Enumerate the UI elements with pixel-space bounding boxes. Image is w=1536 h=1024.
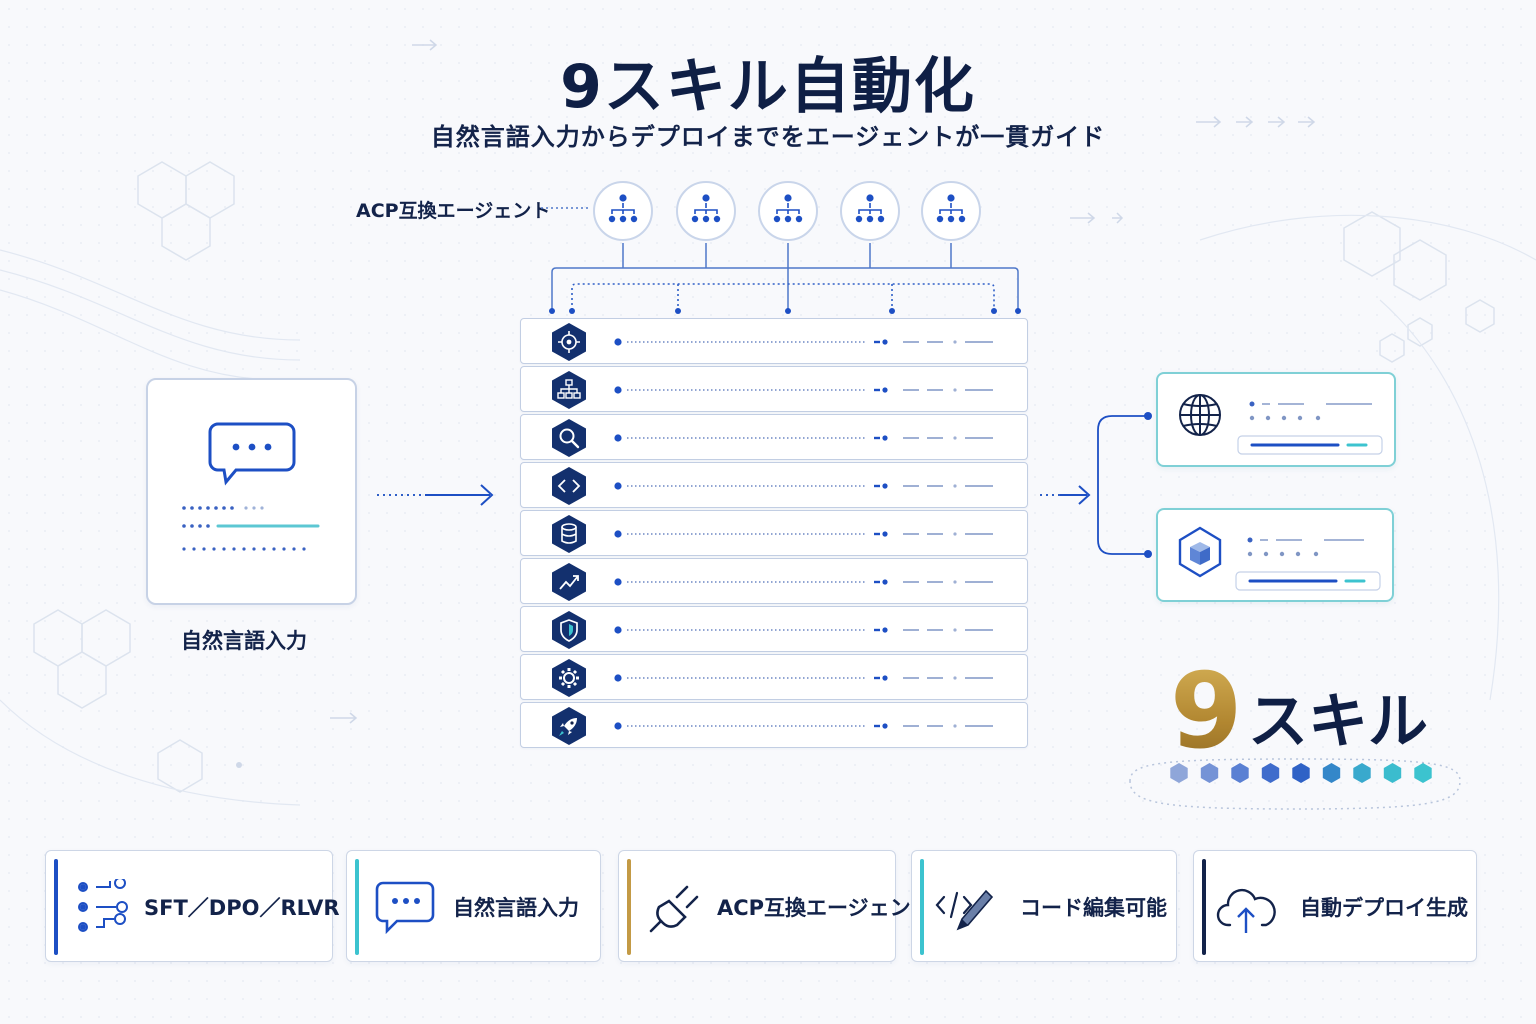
feature-accent-bar: [1202, 859, 1206, 955]
feature-label: 自然言語入力: [453, 896, 579, 920]
badge-number: 9: [1170, 650, 1243, 772]
output-card-package: [1156, 508, 1394, 602]
badge-hex-dot: [1200, 763, 1219, 783]
cloud-upload-icon: [1216, 889, 1276, 933]
code-pen-icon: [935, 889, 994, 931]
agent-network-icon: [936, 194, 966, 223]
badge-hex-dot: [1231, 763, 1249, 783]
feature-card-acp: ACP互換エージェント: [618, 850, 932, 962]
feature-card-natural-language: 自然言語入力: [346, 850, 601, 962]
badge-hex-dot: [1353, 763, 1371, 783]
page-subtitle: 自然言語入力からデプロイまでをエージェントが一貫ガイド: [430, 123, 1106, 151]
code-icon: [552, 467, 586, 505]
agent-network-icon: [773, 194, 803, 223]
badge-dots: [1129, 758, 1461, 810]
chat-bubble-icon: [208, 422, 296, 486]
skill-row: [520, 510, 1028, 556]
feature-label: コード編集可能: [1020, 896, 1167, 920]
agents-label: ACP互換エージェント: [356, 200, 551, 222]
input-panel: [146, 378, 357, 605]
feature-label: 自動デプロイ生成: [1300, 896, 1468, 920]
skill-row: [520, 318, 1028, 364]
output-card-web: [1156, 372, 1396, 467]
target-icon: [552, 323, 586, 361]
badge-text: スキル: [1248, 687, 1428, 757]
skill-row: [520, 654, 1028, 700]
shield-icon: [552, 611, 586, 649]
skill-row: [520, 558, 1028, 604]
feature-card-code: コード編集可能: [911, 850, 1177, 962]
feature-label: SFT／DPO／RLVR: [144, 896, 340, 920]
badge-hex-dot: [1292, 763, 1310, 783]
badge-hex-dot: [1383, 763, 1402, 783]
search-icon: [552, 419, 586, 457]
badge-hex-dot: [1322, 763, 1341, 783]
feature-accent-bar: [920, 859, 924, 955]
agent-network-icon: [608, 194, 966, 223]
skill-row: [520, 366, 1028, 412]
feature-accent-bar: [355, 859, 359, 955]
badge-hex-dot: [1170, 763, 1188, 783]
rocket-icon: [552, 707, 586, 745]
page-title: 9スキル自動化: [560, 52, 976, 122]
trend-chart-icon: [552, 563, 586, 601]
agent-network-icon: [691, 194, 721, 223]
cube-icon: [1178, 526, 1222, 578]
badge-hex-dot: [1261, 763, 1280, 783]
plug-icon: [649, 885, 699, 933]
skill-row: [520, 702, 1028, 748]
database-icon: [552, 515, 586, 553]
globe-icon: [1179, 394, 1221, 436]
skill-row: [520, 606, 1028, 652]
agent-network-icon: [855, 194, 885, 223]
pipeline-icon: [78, 879, 128, 932]
chat-bubble-icon: [375, 881, 435, 935]
gear-icon: [552, 659, 586, 697]
skill-row: [520, 462, 1028, 508]
input-label: 自然言語入力: [181, 629, 307, 653]
hierarchy-icon: [552, 371, 586, 409]
agent-network-icon: [608, 194, 638, 223]
feature-label: ACP互換エージェント: [717, 896, 932, 920]
feature-accent-bar: [54, 859, 58, 955]
feature-card-training: SFT／DPO／RLVR: [45, 850, 340, 962]
skill-row: [520, 414, 1028, 460]
feature-card-deploy: 自動デプロイ生成: [1193, 850, 1477, 962]
feature-accent-bar: [627, 859, 631, 955]
badge-hex-dot: [1414, 763, 1432, 783]
